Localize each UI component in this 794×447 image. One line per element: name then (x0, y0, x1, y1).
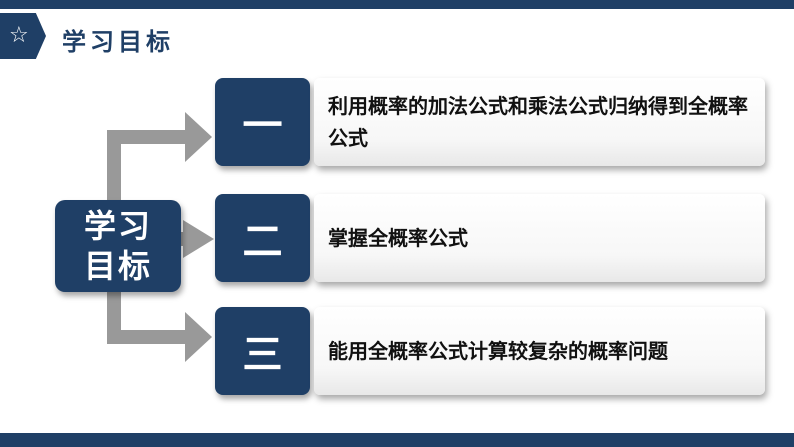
main-label-line1: 学习 (83, 207, 152, 245)
objective-card: 能用全概率公式计算较复杂的概率问题 (314, 307, 765, 395)
page-title: 学习目标 (62, 28, 174, 56)
objective-number-box: 三 (215, 307, 310, 395)
objective-number-box: 二 (215, 194, 310, 282)
objective-text: 利用概率的加法公式和乘法公式归纳得到全概率公式 (328, 94, 748, 150)
arrow-head-bottom-icon (185, 312, 212, 362)
arrow-head-middle-icon (183, 220, 214, 258)
main-label-line2: 目标 (83, 247, 152, 285)
arrow-head-top-icon (185, 112, 212, 162)
main-label-box: 学习 目标 (55, 200, 181, 292)
objective-card: 掌握全概率公式 (314, 194, 765, 282)
objective-number-box: 一 (215, 78, 310, 166)
connector-branch-top (107, 130, 187, 144)
bottom-decor-bar (0, 433, 794, 447)
objective-card: 利用概率的加法公式和乘法公式归纳得到全概率公式 (314, 78, 765, 166)
objective-text: 能用全概率公式计算较复杂的概率问题 (328, 339, 668, 363)
top-decor-bar (0, 0, 794, 9)
objective-text: 掌握全概率公式 (328, 226, 468, 250)
connector-branch-bottom (107, 330, 187, 344)
star-icon: ☆ (0, 13, 46, 59)
